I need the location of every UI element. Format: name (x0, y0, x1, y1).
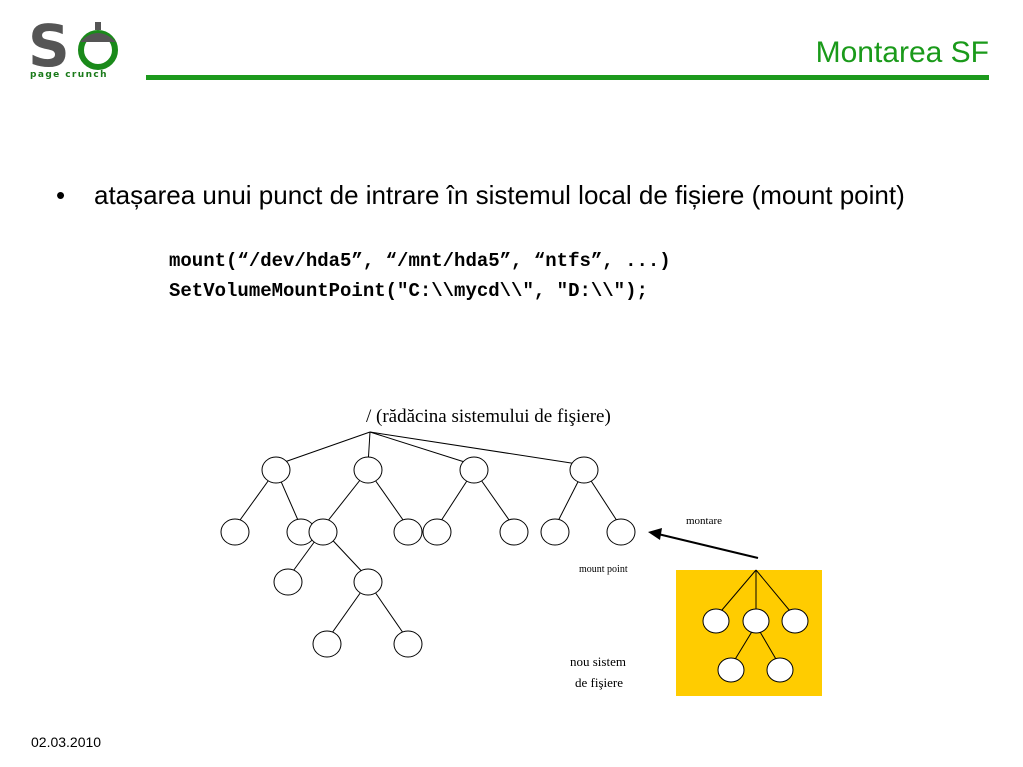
page-crunch-logo: S (28, 14, 128, 84)
tree-node (308, 518, 338, 546)
tree-node (312, 630, 342, 658)
tree-node (717, 657, 745, 683)
root-label: / (rădăcina sistemului de fişiere) (366, 406, 611, 427)
tree-node (540, 518, 570, 546)
new-fs-label-line2: de fişiere (575, 675, 623, 690)
code-line-setvolumemountpoint: SetVolumeMountPoint("C:\\mycd\\", "D:\\"… (169, 280, 648, 302)
tree-node (781, 608, 809, 634)
tree-node (422, 518, 452, 546)
tree-node (261, 456, 291, 484)
page-title: Montarea SF (815, 36, 989, 69)
tree-node (569, 456, 599, 484)
mount-point-label: mount point (579, 564, 628, 575)
logo-graphic: S (28, 14, 118, 74)
tree-node (393, 518, 423, 546)
code-line-mount: mount(“/dev/hda5”, “/mnt/hda5”, “ntfs”, … (169, 250, 671, 272)
tree-node (353, 568, 383, 596)
tree-node (766, 657, 794, 683)
bullet-marker: • (56, 180, 66, 210)
new-fs-label-line1: nou sistem (570, 654, 626, 669)
tree-node (273, 568, 303, 596)
tree-nodes (220, 456, 636, 658)
tree-node (220, 518, 250, 546)
mount-arrow (648, 528, 759, 559)
arrow-label: montare (686, 515, 722, 527)
tree-node (742, 608, 770, 634)
tree-node (459, 456, 489, 484)
tree-node (393, 630, 423, 658)
new-fs-nodes (702, 608, 809, 683)
mount-point-node (606, 518, 636, 546)
new-filesystem-box (676, 570, 822, 696)
logo-text: page crunch (30, 70, 108, 80)
bullet-text: atașarea unui punct de intrare în sistem… (94, 180, 905, 210)
slide-date: 02.03.2010 (31, 734, 102, 750)
tree-node (499, 518, 529, 546)
tree-node (353, 456, 383, 484)
tree-node (702, 608, 730, 634)
title-divider (146, 75, 989, 80)
svg-text:S: S (28, 14, 70, 74)
